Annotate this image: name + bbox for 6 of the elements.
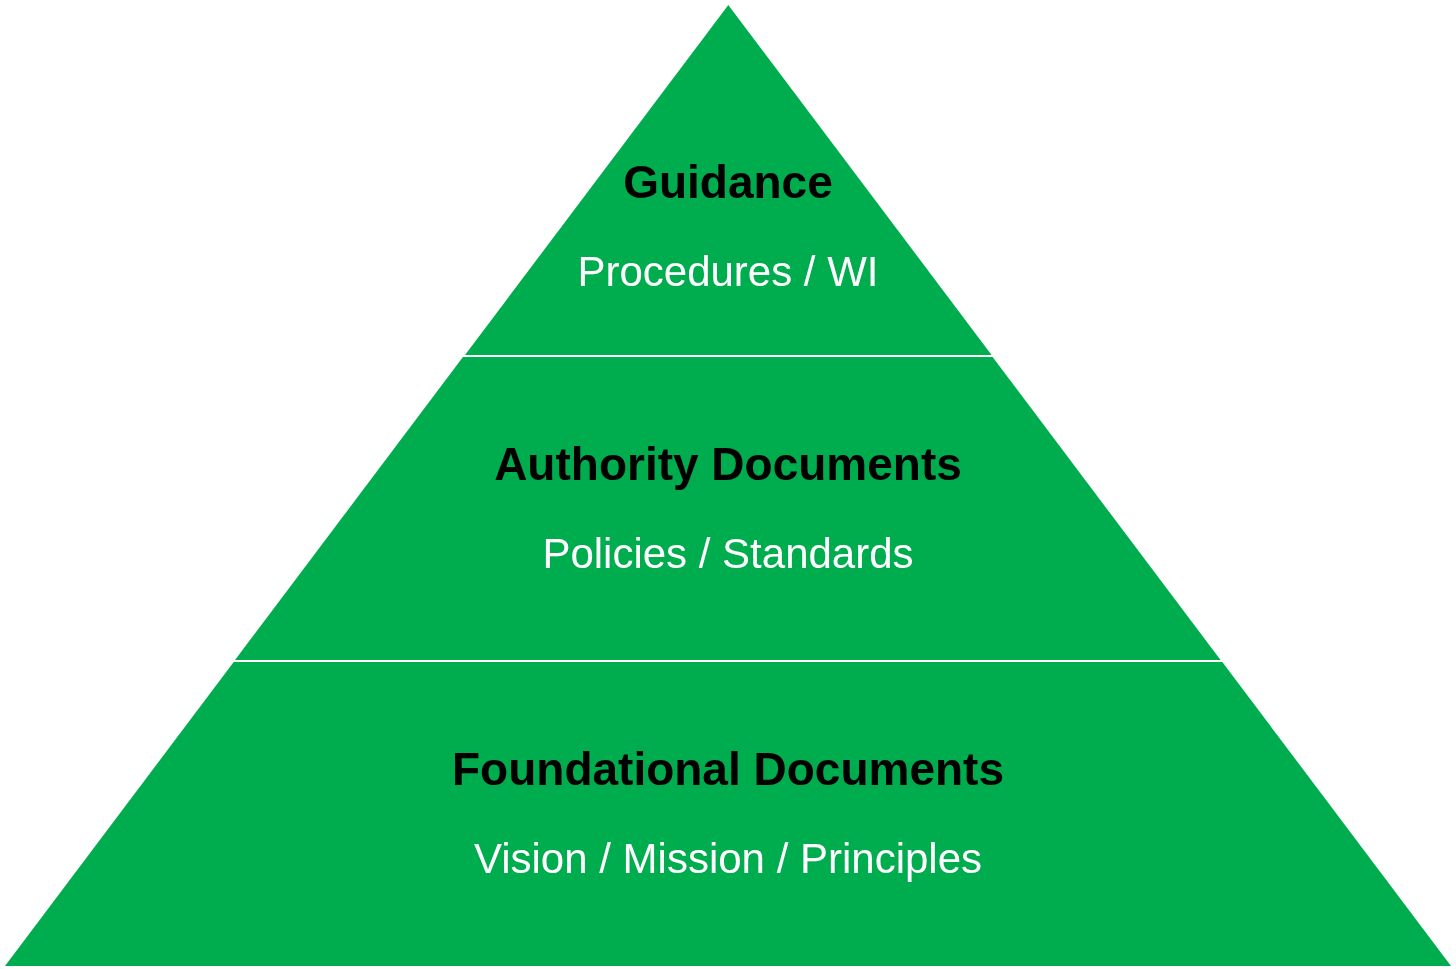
tier-description: Vision / Mission / Principles <box>472 835 984 883</box>
tier-heading: Foundational Documents <box>451 742 1005 796</box>
tier-heading: Guidance <box>622 155 834 209</box>
tier-description: Policies / Standards <box>541 530 915 578</box>
tier-heading: Authority Documents <box>493 437 963 491</box>
tier-description: Procedures / WI <box>576 248 880 296</box>
